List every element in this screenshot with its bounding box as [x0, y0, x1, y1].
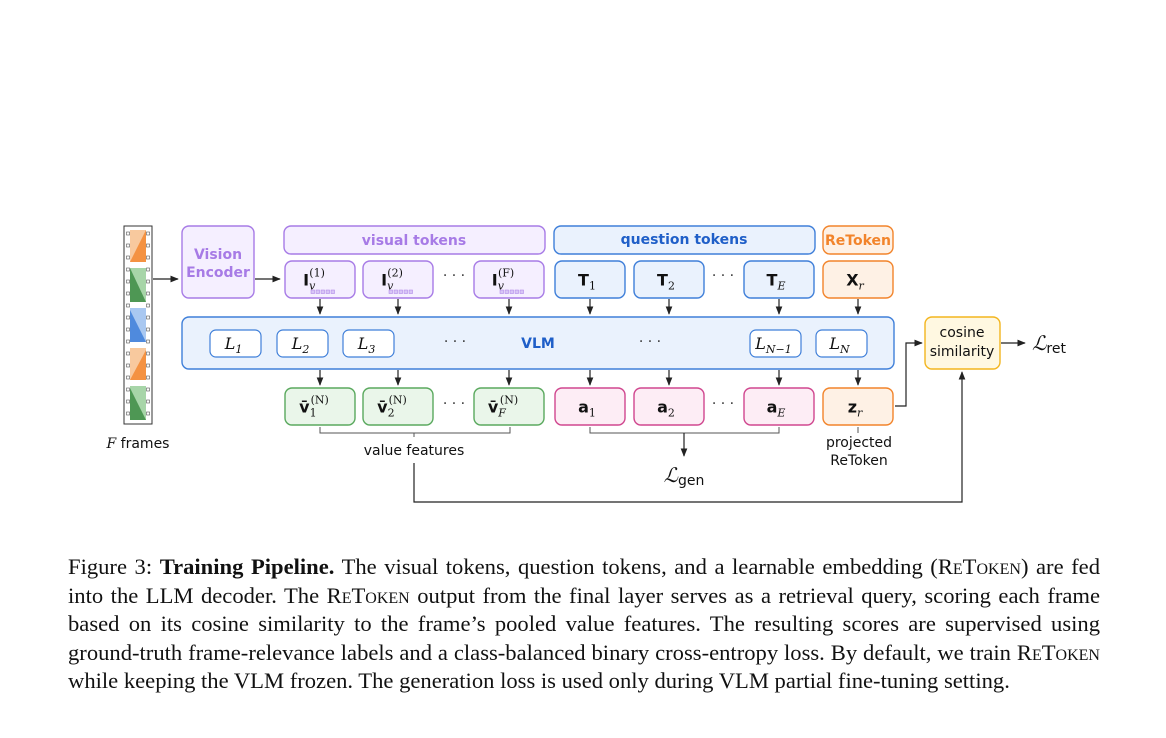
layer-3: L3 [342, 329, 395, 358]
vision-encoder-line-2: Encoder [186, 265, 250, 281]
training-pipeline-figure: F frames Vision Encoder visual tokens qu… [106, 225, 1066, 503]
svg-text:zr: zr [848, 398, 863, 420]
layer-2: L2 [276, 329, 329, 358]
value-features-bracket [319, 427, 511, 434]
svg-text:L3: L3 [357, 334, 376, 356]
answer-output-1: a1 [554, 387, 626, 426]
caption-label: Figure 3: [68, 554, 153, 579]
answer-output-3: aE [743, 387, 815, 426]
vision-encoder-line-1: Vision [194, 247, 242, 263]
svg-text:a2: a2 [657, 398, 675, 420]
svg-text:a1: a1 [578, 398, 596, 420]
value-features-label: value features [364, 443, 465, 459]
svg-text:T2: T2 [657, 271, 675, 293]
retoken-header: ReToken [822, 225, 894, 255]
projected-retoken-line-2: ReToken [830, 453, 888, 469]
layer-n-minus-1: LN−1 [749, 329, 802, 358]
question-token-1: T1 [554, 260, 626, 299]
value-output-3: v̄F(N) [473, 387, 545, 426]
question-tokens-header: question tokens [553, 225, 816, 255]
visual-tokens-header: visual tokens [283, 225, 546, 255]
svg-text:T1: T1 [578, 271, 596, 293]
answers-bracket [589, 427, 780, 434]
value-output-1: v̄1(N) [284, 387, 356, 426]
vision-encoder-box: Vision Encoder [181, 225, 255, 299]
layer-1: L1 [209, 329, 262, 358]
caption-retoken-3: ReToken [1016, 639, 1100, 665]
cosine-similarity-box: cosine similarity [924, 316, 1001, 370]
caption-text-1: The visual tokens, question tokens, and … [334, 554, 938, 579]
svg-text:Iv(2): Iv(2) [381, 267, 403, 293]
svg-text:similarity: similarity [930, 344, 995, 360]
projected-retoken-line-1: projected [826, 435, 892, 451]
figure-caption: Figure 3: Training Pipeline. The visual … [68, 553, 1100, 696]
svg-text:question tokens: question tokens [621, 232, 748, 248]
input-ellipsis-1: · · · [443, 268, 465, 284]
frames-label: F frames [106, 436, 170, 452]
layer-n: LN [815, 329, 868, 358]
value-features-connector [413, 371, 966, 503]
svg-text:v̄2(N): v̄2(N) [377, 394, 407, 420]
svg-text:v̄F(N): v̄F(N) [488, 394, 518, 420]
svg-text:Xr: Xr [846, 271, 864, 293]
input-ellipsis-2: · · · [712, 268, 734, 284]
svg-text:visual tokens: visual tokens [362, 233, 466, 249]
caption-text-3: output from the final layer serves as a … [68, 582, 1100, 665]
loss-ret: ℒret [1032, 331, 1066, 357]
film-strip [123, 225, 153, 425]
svg-text:ReToken: ReToken [825, 233, 891, 249]
question-token-2: T2 [633, 260, 705, 299]
visual-token-1: Iv(1) [284, 260, 356, 299]
svg-text:LN−1: LN−1 [754, 334, 791, 356]
caption-retoken-2: ReToken [326, 582, 410, 608]
svg-text:cosine: cosine [940, 325, 985, 341]
vlm-ellipsis-left: · · · [444, 334, 466, 350]
output-ellipsis-2: · · · [712, 396, 734, 412]
svg-text:L1: L1 [224, 334, 243, 356]
visual-token-2: Iv(2) [362, 260, 434, 299]
value-output-2: v̄2(N) [362, 387, 434, 426]
output-ellipsis-1: · · · [443, 396, 465, 412]
caption-text-4: while keeping the VLM frozen. The genera… [68, 668, 1010, 694]
answer-output-2: a2 [633, 387, 705, 426]
vlm-label: VLM [521, 336, 555, 352]
svg-text:TE: TE [767, 271, 786, 293]
retoken-output: zr [822, 387, 894, 426]
visual-token-3: Iv(F) [473, 260, 545, 299]
caption-text-2: ) are fed into the LLM decoder. The [68, 554, 1100, 608]
svg-text:aE: aE [767, 398, 786, 420]
caption-title: Training Pipeline. [159, 554, 335, 579]
retoken-input: Xr [822, 260, 894, 299]
svg-text:L2: L2 [291, 334, 310, 356]
svg-text:LN: LN [828, 334, 850, 356]
caption-retoken-1: ReToken [937, 554, 1021, 579]
loss-gen: ℒgen [664, 463, 705, 489]
svg-text:v̄1(N): v̄1(N) [299, 394, 329, 420]
svg-text:Iv(1): Iv(1) [303, 267, 325, 293]
vlm-ellipsis-right: · · · [639, 334, 661, 350]
question-token-3: TE [743, 260, 815, 299]
svg-text:Iv(F): Iv(F) [492, 267, 514, 293]
